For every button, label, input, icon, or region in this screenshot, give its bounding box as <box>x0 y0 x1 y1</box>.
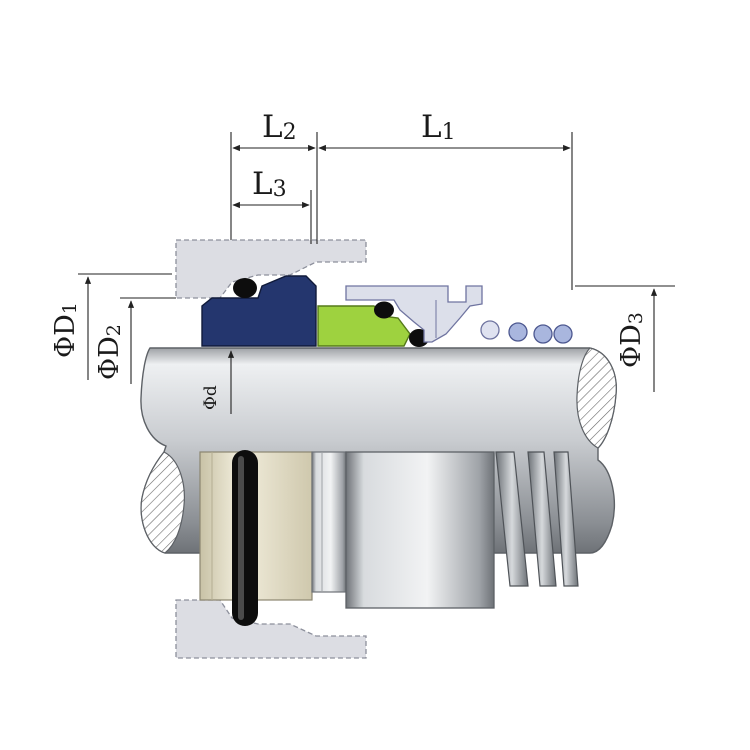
stationary-oring <box>233 278 257 298</box>
spring-coil-3d <box>495 451 529 587</box>
label-l1-sub: 1 <box>442 120 456 145</box>
gland-housing-bottom <box>175 599 367 659</box>
spring-coil-3d <box>553 451 579 587</box>
label-l3-sub: 3 <box>273 177 287 202</box>
label-d1-main: ΦD <box>50 314 81 358</box>
gland-housing-top <box>175 239 367 299</box>
metal-sleeve-3d <box>345 451 495 609</box>
dimension-lines <box>78 132 675 414</box>
rotating-oring-upper <box>374 301 394 319</box>
label-d2: ΦD2 <box>94 324 125 380</box>
shaft-section-hatch-left <box>140 451 185 554</box>
retainer-housing <box>345 285 483 343</box>
stationary-seat <box>201 275 317 347</box>
label-l2: L2 <box>262 109 297 145</box>
spring-coil <box>480 320 500 340</box>
label-d1: ΦD1 <box>50 302 81 358</box>
label-l1-main: L <box>421 109 442 145</box>
label-l2-main: L <box>262 109 283 145</box>
collar-ring-3d <box>311 451 347 593</box>
spring-3d <box>495 451 579 587</box>
rotating-face <box>317 305 411 347</box>
label-shaft-d: Φd <box>201 385 221 410</box>
label-l3: L3 <box>252 166 287 202</box>
label-l3-main: L <box>252 166 273 202</box>
label-d2-main: ΦD <box>94 336 125 380</box>
label-l1: L1 <box>421 109 456 145</box>
spring-coil <box>553 324 573 344</box>
label-d1-sub: 1 <box>59 302 81 314</box>
spring-coil <box>508 322 528 342</box>
spring-section <box>480 320 573 344</box>
label-d3-main: ΦD <box>616 324 647 368</box>
shaft-section-hatch-right <box>576 347 617 449</box>
label-d3-sub: 3 <box>625 312 647 324</box>
label-d3: ΦD3 <box>616 312 647 368</box>
spring-coil-3d <box>527 451 557 587</box>
spring-coil <box>533 324 553 344</box>
label-d2-sub: 2 <box>103 324 125 336</box>
label-l2-sub: 2 <box>283 120 297 145</box>
seat-oring-3d <box>232 450 258 626</box>
